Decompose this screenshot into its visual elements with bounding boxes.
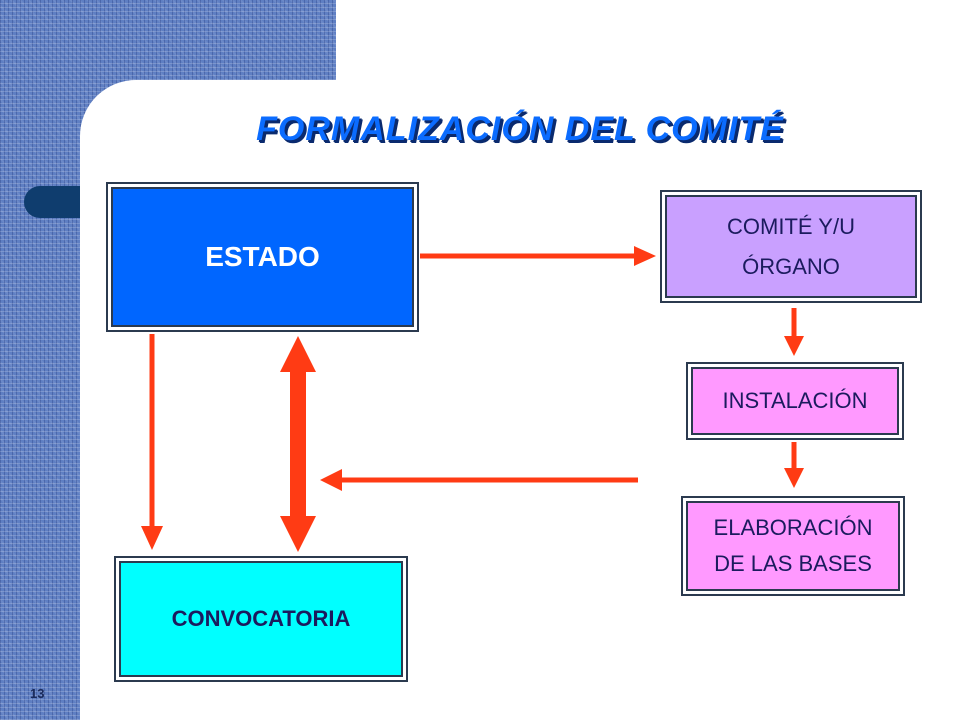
node-estado: ESTADO — [106, 182, 419, 332]
node-comite-line1: COMITÉ Y/U — [727, 213, 855, 239]
arrow-return-left — [320, 469, 638, 491]
arrow-comite-to-instalacion — [784, 308, 804, 356]
node-comite-line2: ÓRGANO — [742, 253, 840, 279]
node-convocatoria-label: CONVOCATORIA — [171, 606, 351, 631]
node-bases-line1: ELABORACIÓN — [713, 515, 873, 540]
node-bases-line2: DE LAS BASES — [714, 551, 872, 576]
arrow-bidirectional — [280, 336, 316, 552]
arrow-estado-to-convocatoria — [141, 334, 163, 550]
arrow-instalacion-to-bases — [784, 442, 804, 488]
node-convocatoria: CONVOCATORIA — [114, 556, 408, 682]
node-instalacion: INSTALACIÓN — [686, 362, 904, 440]
node-instalacion-label: INSTALACIÓN — [722, 388, 868, 413]
node-elaboracion-bases: ELABORACIÓN DE LAS BASES — [681, 496, 905, 596]
slide-title: FORMALIZACIÓN DEL COMITÉ — [256, 110, 784, 148]
arrow-estado-to-comite — [420, 246, 656, 266]
node-estado-label: ESTADO — [205, 241, 320, 272]
node-comite: COMITÉ Y/U ÓRGANO — [660, 190, 922, 303]
slide-number: 13 — [30, 686, 45, 701]
